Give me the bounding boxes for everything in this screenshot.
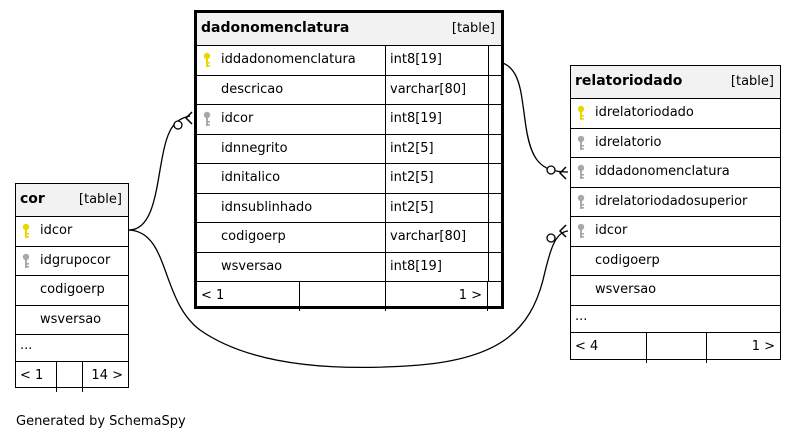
children-count[interactable]: 1 > bbox=[751, 338, 775, 354]
column-row[interactable]: idnitalico int2[5] bbox=[197, 164, 501, 194]
column-row[interactable]: idcor int8[19] bbox=[197, 105, 501, 135]
column-type-cell: int8[19] bbox=[385, 252, 489, 282]
column-row[interactable]: wsversao bbox=[16, 306, 128, 335]
table-name[interactable]: relatoriodado bbox=[575, 73, 683, 89]
parents-count[interactable]: < 1 bbox=[20, 368, 44, 383]
column-type: varchar[80] bbox=[390, 229, 467, 244]
children-count[interactable]: 1 > bbox=[458, 288, 482, 303]
column-name[interactable]: idcor bbox=[221, 111, 254, 126]
table-header: relatoriodado [table] bbox=[571, 66, 780, 99]
column-name[interactable]: idnitalico bbox=[221, 170, 281, 185]
column-name[interactable]: iddadonomenclatura bbox=[595, 164, 730, 179]
edge-cor-to-dadonomenclatura bbox=[128, 115, 191, 231]
column-row[interactable]: wsversao bbox=[571, 276, 780, 306]
more-columns-indicator: ... bbox=[16, 335, 128, 362]
column-row[interactable]: idnnegrito int2[5] bbox=[197, 134, 501, 164]
column-name[interactable]: iddadonomenclatura bbox=[221, 52, 356, 67]
primary-key-icon bbox=[577, 105, 585, 120]
column-type: int8[19] bbox=[390, 52, 442, 67]
column-row[interactable]: descricao varchar[80] bbox=[197, 75, 501, 105]
table-name[interactable]: cor bbox=[20, 191, 45, 207]
edge-cor-relatoriodado-crowfoot bbox=[558, 224, 567, 238]
primary-key-icon bbox=[203, 52, 211, 67]
foreign-key-icon bbox=[577, 164, 585, 179]
edge-cor-to-relatoriodado bbox=[128, 229, 569, 369]
column-type-cell: varchar[80] bbox=[385, 223, 489, 253]
column-name[interactable]: wsversao bbox=[221, 258, 283, 274]
column-type: int2[5] bbox=[390, 140, 434, 156]
column-name[interactable]: idnsublinhado bbox=[221, 199, 313, 215]
column-type: int8[19] bbox=[390, 111, 442, 126]
column-row[interactable]: wsversao int8[19] bbox=[197, 252, 501, 282]
column-type-cell: int2[5] bbox=[385, 134, 489, 164]
column-name[interactable]: descricao bbox=[221, 81, 284, 97]
column-name[interactable]: wsversao bbox=[40, 311, 102, 327]
column-type: int2[5] bbox=[390, 199, 434, 215]
foreign-key-icon bbox=[203, 111, 211, 126]
column-type: int2[5] bbox=[390, 170, 434, 185]
column-name[interactable]: idnnegrito bbox=[221, 140, 288, 156]
foreign-key-icon bbox=[22, 253, 30, 268]
table-kind: [table] bbox=[730, 74, 774, 89]
column-row[interactable]: iddadonomenclatura int8[19] bbox=[197, 46, 501, 76]
table-kind: [table] bbox=[451, 21, 495, 36]
column-name[interactable]: codigoerp bbox=[40, 282, 105, 297]
edge-cor-dadonomenclatura-optional-marker bbox=[173, 120, 183, 130]
parents-count[interactable]: < 4 bbox=[575, 338, 599, 354]
column-name[interactable]: idcor bbox=[595, 223, 628, 238]
foreign-key-icon bbox=[577, 194, 585, 209]
column-type-cell: int8[19] bbox=[385, 46, 489, 76]
column-row[interactable]: iddadonomenclatura bbox=[571, 158, 780, 188]
column-row[interactable]: idgrupocor bbox=[16, 247, 128, 276]
children-count[interactable]: 14 > bbox=[91, 368, 123, 383]
parents-count[interactable]: < 1 bbox=[201, 288, 225, 303]
column-name[interactable]: idrelatoriodado bbox=[595, 105, 694, 120]
column-type: varchar[80] bbox=[390, 81, 467, 97]
edge-cor-dadonomenclatura-crowfoot bbox=[184, 111, 193, 125]
generated-by-label: Generated by SchemaSpy bbox=[16, 414, 186, 429]
column-row[interactable]: codigoerp bbox=[571, 247, 780, 276]
column-row[interactable]: idrelatoriodadosuperior bbox=[571, 188, 780, 217]
table-relatoriodado[interactable]: relatoriodado [table] idrelatoriodado idr… bbox=[570, 65, 781, 363]
table-header: dadonomenclatura [table] bbox=[197, 13, 501, 46]
column-type-cell: int2[5] bbox=[385, 193, 489, 223]
column-row[interactable]: idrelatoriodado bbox=[571, 99, 780, 129]
column-name[interactable]: idgrupocor bbox=[40, 252, 111, 268]
column-type-cell: varchar[80] bbox=[385, 75, 489, 105]
column-name[interactable]: codigoerp bbox=[221, 229, 286, 244]
table-name[interactable]: dadonomenclatura bbox=[201, 20, 350, 36]
column-name[interactable]: codigoerp bbox=[595, 252, 660, 268]
edge-dadonomenclatura-relatoriodado-optional-marker bbox=[546, 165, 556, 175]
table-kind: [table] bbox=[78, 192, 122, 207]
table-footer: < 1 1 > bbox=[197, 282, 501, 311]
column-row[interactable]: codigoerp varchar[80] bbox=[197, 223, 501, 253]
table-header: cor [table] bbox=[16, 184, 128, 217]
column-row[interactable]: idcor bbox=[571, 217, 780, 247]
table-cor[interactable]: cor [table] idcor idgrupocor codigoerp wsve… bbox=[15, 183, 129, 392]
column-type: int8[19] bbox=[390, 258, 442, 274]
table-footer: < 4 1 > bbox=[571, 332, 780, 363]
column-row[interactable]: idrelatorio bbox=[571, 129, 780, 158]
foreign-key-icon bbox=[577, 223, 585, 238]
column-type-cell: int2[5] bbox=[385, 164, 489, 194]
column-row[interactable]: idnsublinhado int2[5] bbox=[197, 193, 501, 223]
column-row[interactable]: codigoerp bbox=[16, 276, 128, 306]
column-name[interactable]: idrelatorio bbox=[595, 134, 662, 150]
table-footer: < 1 14 > bbox=[16, 362, 128, 392]
column-row[interactable]: idcor bbox=[16, 217, 128, 247]
column-name[interactable]: idrelatoriodadosuperior bbox=[595, 193, 748, 209]
column-name[interactable]: wsversao bbox=[595, 282, 657, 297]
primary-key-icon bbox=[22, 223, 30, 238]
column-name[interactable]: idcor bbox=[40, 223, 73, 238]
edge-dadonomenclatura-relatoriodado-crowfoot bbox=[558, 166, 567, 180]
foreign-key-icon bbox=[577, 135, 585, 150]
table-dadonomenclatura[interactable]: dadonomenclatura [table] iddadonomenclat… bbox=[194, 10, 504, 311]
column-type-cell: int8[19] bbox=[385, 105, 489, 135]
more-columns-indicator: ... bbox=[571, 306, 780, 333]
edge-cor-relatoriodado-optional-marker bbox=[546, 233, 556, 243]
